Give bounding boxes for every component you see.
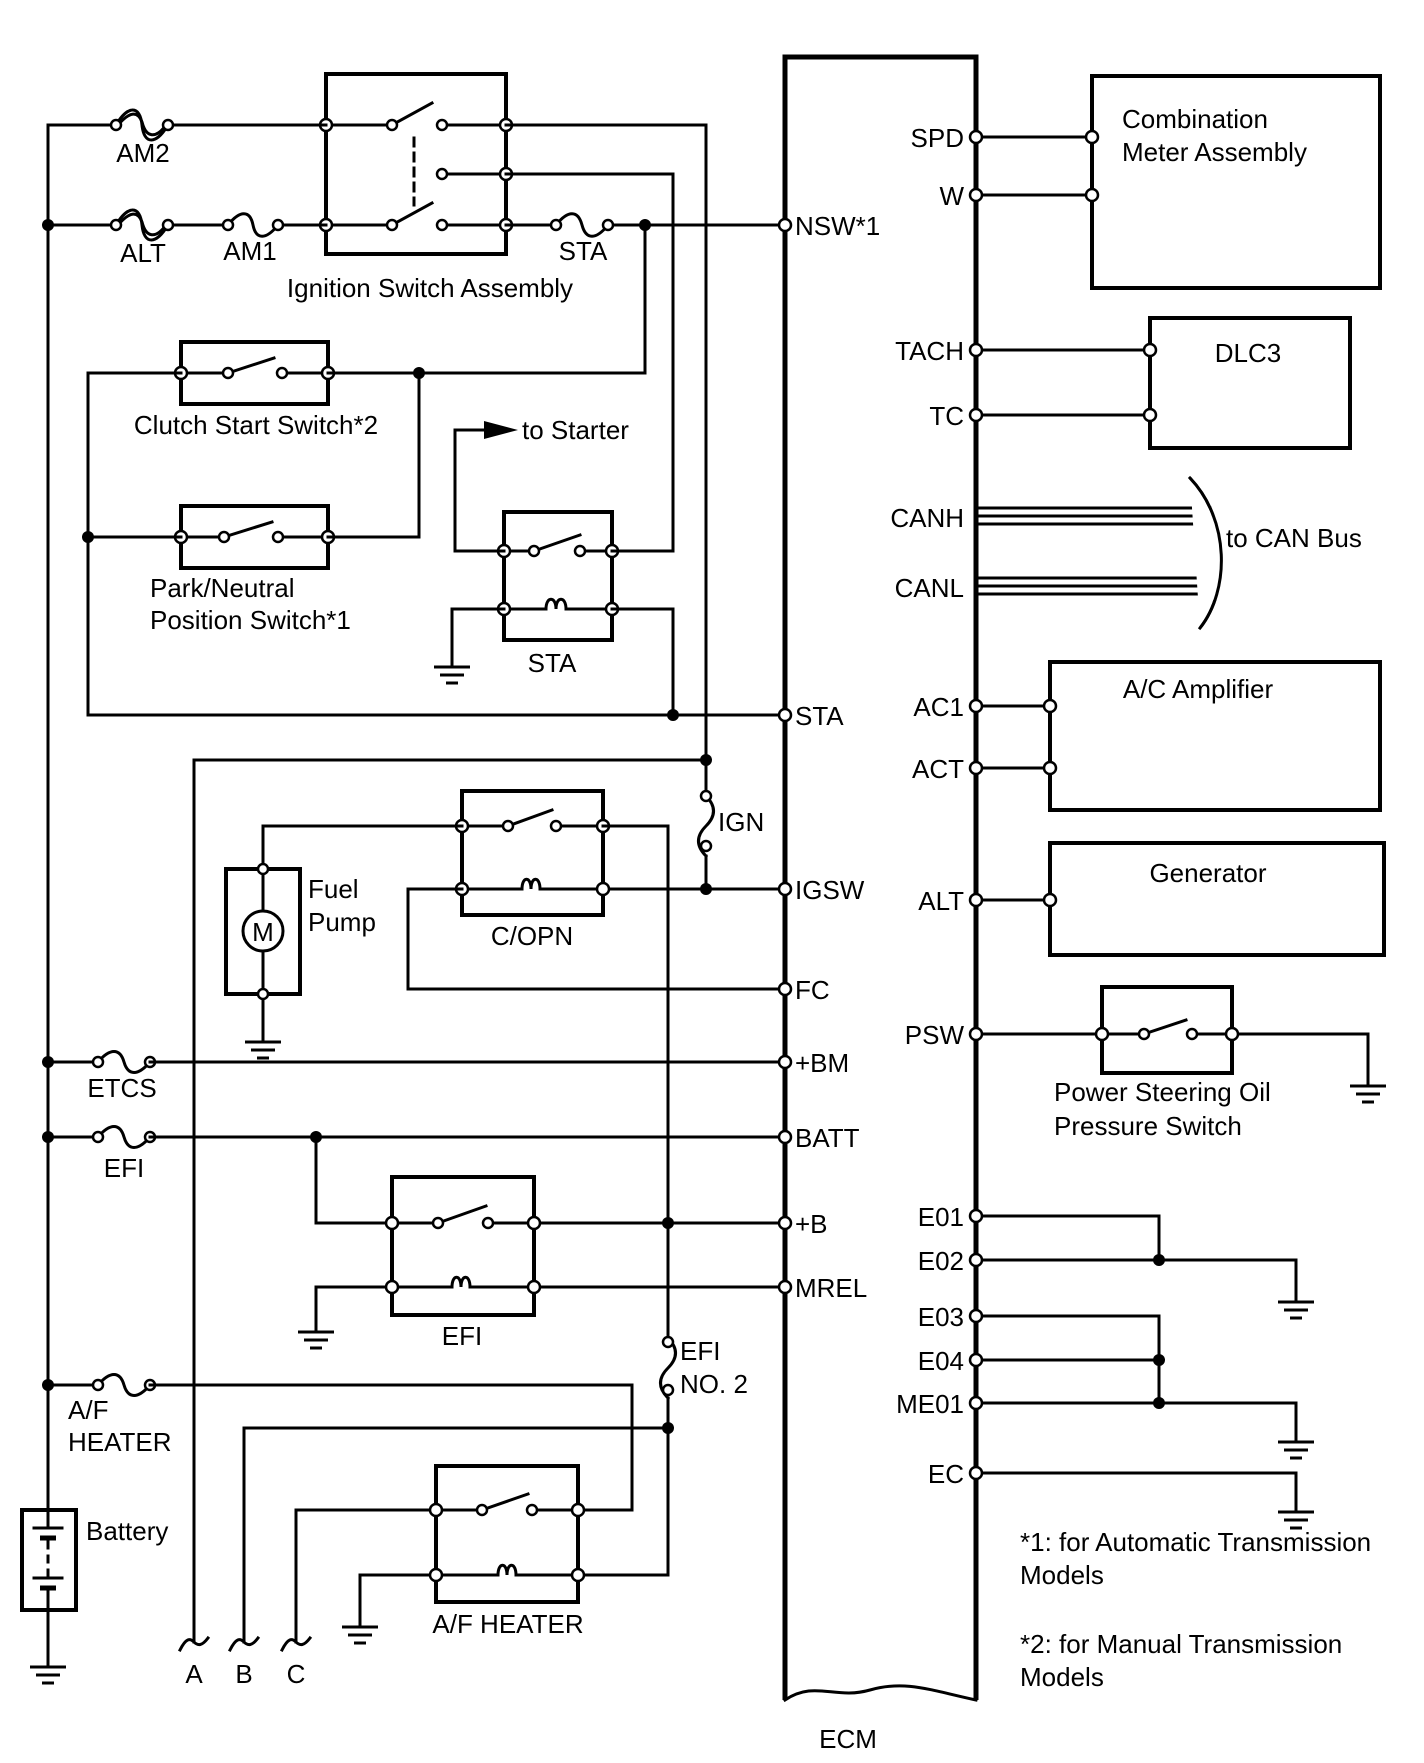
svg-text:Park/Neutral: Park/Neutral xyxy=(150,573,295,603)
ecm-left-pins: NSW*1 STA IGSW FC +BM BATT +B MREL xyxy=(777,211,880,1303)
battery-feed-wiring xyxy=(42,123,785,1522)
svg-text:ALT: ALT xyxy=(120,238,166,268)
ecm-ground-wiring xyxy=(974,1214,1316,1530)
svg-text:Fuel: Fuel xyxy=(308,874,359,904)
connector-c: C xyxy=(287,1659,306,1689)
svg-text:Pump: Pump xyxy=(308,907,376,937)
dlc3: DLC3 xyxy=(974,316,1352,450)
copn-relay: C/OPN xyxy=(454,789,611,951)
svg-text:NO. 2: NO. 2 xyxy=(680,1369,748,1399)
svg-text:Meter Assembly: Meter Assembly xyxy=(1122,137,1307,167)
fuse-efi-no2: EFI NO. 2 xyxy=(659,1335,748,1577)
pin-e01: E01 xyxy=(918,1202,964,1232)
svg-text:to CAN Bus: to CAN Bus xyxy=(1226,523,1362,553)
svg-text:to Starter: to Starter xyxy=(522,415,629,445)
footnote-2: *2: for Manual Transmission xyxy=(1020,1629,1342,1659)
svg-text:EFI: EFI xyxy=(680,1336,720,1366)
pin-bm: +BM xyxy=(795,1048,849,1078)
connector-b: B xyxy=(235,1659,252,1689)
pin-act: ACT xyxy=(912,754,964,784)
svg-text:IGN: IGN xyxy=(718,807,764,837)
svg-text:AM1: AM1 xyxy=(223,236,276,266)
pin-sta: STA xyxy=(795,701,844,731)
pin-ec: EC xyxy=(928,1459,964,1489)
etcs-efi-wiring: ETCS EFI xyxy=(42,1050,785,1350)
svg-text:DLC3: DLC3 xyxy=(1215,338,1281,368)
footnote-1: *1: for Automatic Transmission xyxy=(1020,1527,1371,1557)
motor-symbol: M xyxy=(252,917,274,947)
footnotes: *1: for Automatic Transmission Models *2… xyxy=(1020,1527,1371,1692)
svg-text:A/F: A/F xyxy=(68,1395,108,1425)
svg-text:A/C Amplifier: A/C Amplifier xyxy=(1123,674,1274,704)
ecm-label: ECM xyxy=(819,1724,877,1754)
efi-relay: EFI xyxy=(384,1175,542,1351)
pin-tach: TACH xyxy=(895,336,964,366)
svg-text:A/F HEATER: A/F HEATER xyxy=(432,1609,583,1639)
pin-alt: ALT xyxy=(918,886,964,916)
generator: Generator xyxy=(974,841,1386,957)
svg-text:Models: Models xyxy=(1020,1662,1104,1692)
park-neutral-position-switch: Park/Neutral Position Switch*1 xyxy=(150,504,351,635)
svg-text:Combination: Combination xyxy=(1122,104,1268,134)
pin-b: +B xyxy=(795,1209,828,1239)
svg-text:STA: STA xyxy=(559,236,608,266)
battery: Battery xyxy=(20,1508,168,1685)
pin-w: W xyxy=(939,181,964,211)
svg-text:STA: STA xyxy=(528,648,577,678)
svg-text:ETCS: ETCS xyxy=(87,1073,156,1103)
clutch-start-switch: Clutch Start Switch*2 xyxy=(134,340,378,440)
svg-text:EFI: EFI xyxy=(104,1153,144,1183)
fuse-sta: STA xyxy=(549,212,615,266)
svg-text:Battery: Battery xyxy=(86,1516,168,1546)
sta-relay-wiring: to Starter xyxy=(432,172,675,717)
pin-ac1: AC1 xyxy=(913,692,964,722)
fuse-am2: AM2 xyxy=(109,108,175,168)
connector-a: A xyxy=(185,1659,203,1689)
svg-text:Clutch Start Switch*2: Clutch Start Switch*2 xyxy=(134,410,378,440)
pin-spd: SPD xyxy=(911,123,964,153)
ecm-unit: ECM xyxy=(782,54,979,1754)
pin-canh: CANH xyxy=(890,503,964,533)
pin-igsw: IGSW xyxy=(795,875,865,905)
pin-tc: TC xyxy=(929,401,964,431)
clutch-pnp-wiring xyxy=(82,223,785,721)
svg-text:Pressure Switch: Pressure Switch xyxy=(1054,1111,1242,1141)
connector-stubs: A B C xyxy=(177,1635,313,1689)
copn-wiring xyxy=(261,824,785,1340)
ign-feed-wiring: IGN xyxy=(192,123,785,1644)
ecm-right-pins: SPD W TACH TC CANH CANL AC1 ACT ALT PSW … xyxy=(890,123,984,1489)
svg-text:EFI: EFI xyxy=(442,1321,482,1351)
svg-text:AM2: AM2 xyxy=(116,138,169,168)
pin-mrel: MREL xyxy=(795,1273,867,1303)
pin-e03: E03 xyxy=(918,1302,964,1332)
pin-nsw: NSW*1 xyxy=(795,211,880,241)
svg-text:Models: Models xyxy=(1020,1560,1104,1590)
af-heater-wiring: A/F HEATER xyxy=(42,1373,670,1645)
combination-meter-assembly: Combination Meter Assembly xyxy=(974,74,1382,290)
pin-e02: E02 xyxy=(918,1246,964,1276)
fuel-pump: M Fuel Pump xyxy=(224,824,376,1060)
svg-text:Position Switch*1: Position Switch*1 xyxy=(150,605,351,635)
fuse-alt: ALT xyxy=(109,208,175,268)
power-steering-oil-pressure-switch: Power Steering Oil Pressure Switch xyxy=(974,985,1388,1141)
pin-e04: E04 xyxy=(918,1346,964,1376)
pin-batt: BATT xyxy=(795,1123,860,1153)
fuse-am1: AM1 xyxy=(221,212,285,266)
ignition-switch-label: Ignition Switch Assembly xyxy=(287,273,573,303)
svg-text:HEATER: HEATER xyxy=(68,1427,172,1457)
ac-amplifier: A/C Amplifier xyxy=(974,660,1382,812)
svg-text:C/OPN: C/OPN xyxy=(491,921,573,951)
can-bus: to CAN Bus xyxy=(974,475,1362,631)
pin-psw: PSW xyxy=(905,1020,965,1050)
pin-me01: ME01 xyxy=(896,1389,964,1419)
af-heater-relay: A/F HEATER xyxy=(428,1464,586,1639)
svg-text:Generator: Generator xyxy=(1149,858,1266,888)
ignition-switch-assembly: Ignition Switch Assembly xyxy=(287,72,573,303)
pin-fc: FC xyxy=(795,975,830,1005)
pin-canl: CANL xyxy=(895,573,964,603)
svg-text:Power Steering Oil: Power Steering Oil xyxy=(1054,1077,1271,1107)
sta-relay: STA xyxy=(496,510,620,678)
